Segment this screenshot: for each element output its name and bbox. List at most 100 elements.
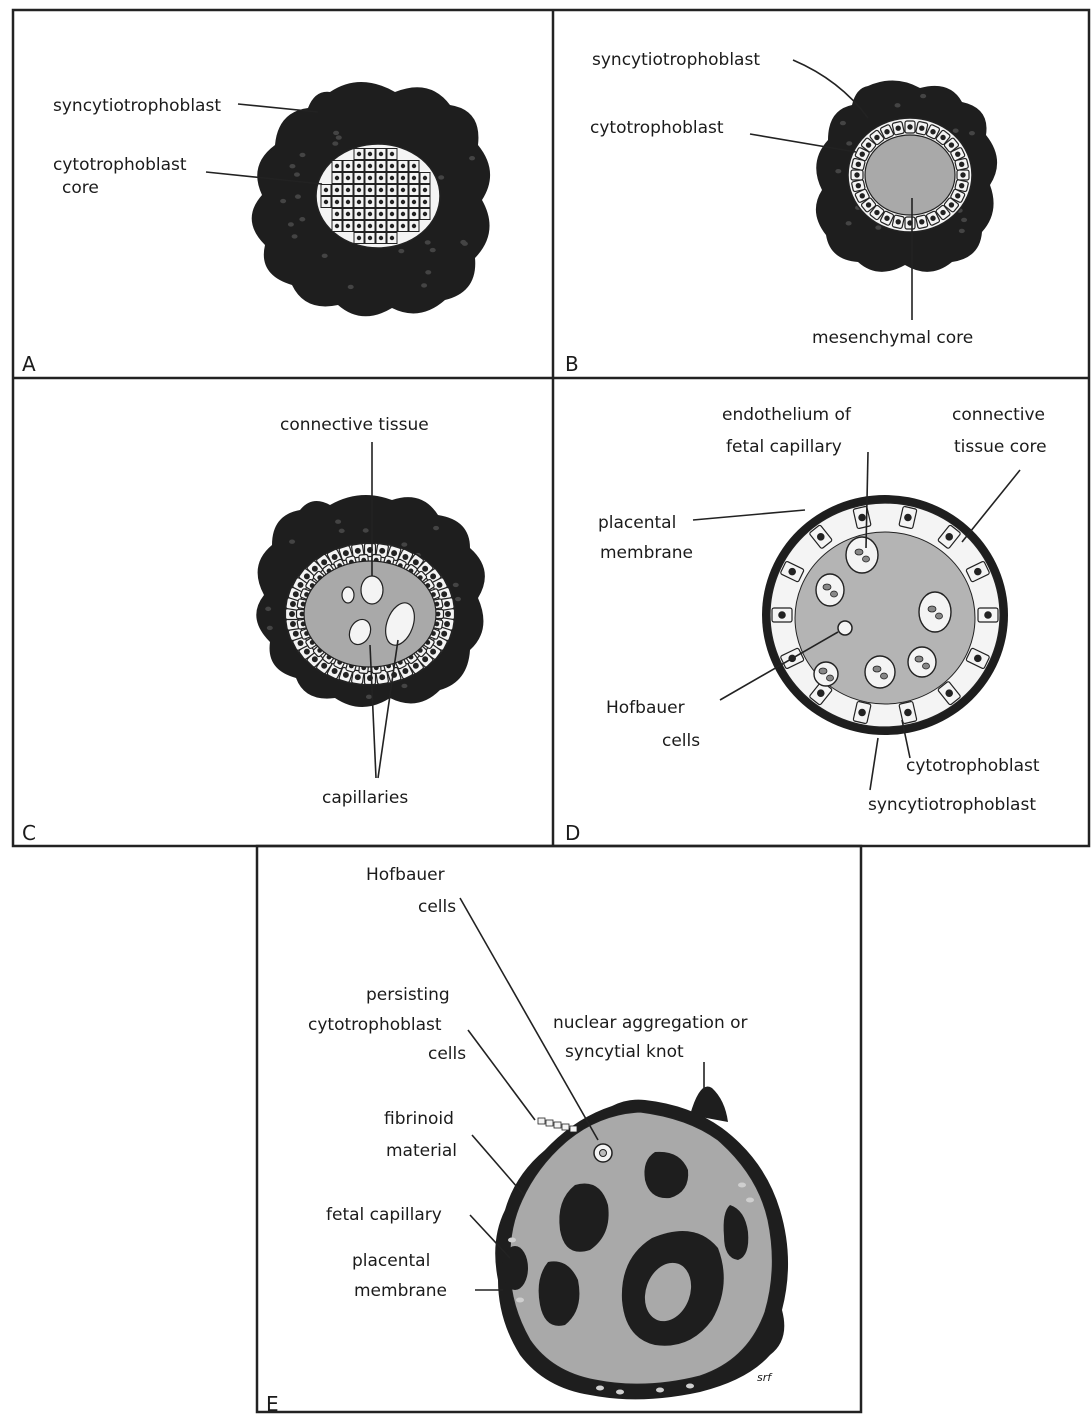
panel-letter-c: C	[22, 821, 36, 845]
cytotrophoblast-nucleus	[379, 212, 383, 216]
label-fibrinoid-1-e: fibrinoid	[384, 1109, 454, 1129]
syncytial-nucleus	[289, 164, 295, 168]
syncytial-nucleus	[895, 103, 901, 107]
cytotrophoblast-cell-nucleus	[430, 649, 436, 655]
label-syncytiotrophoblast-a: syncytiotrophoblast	[53, 96, 221, 116]
cytotrophoblast-nucleus	[324, 188, 328, 192]
endothelial-nucleus	[855, 549, 863, 555]
fetal-capillary	[908, 647, 936, 677]
label-persisting-1-e: persisting	[366, 985, 450, 1005]
cytotrophoblast-cell-nucleus	[444, 601, 450, 607]
cytotrophoblast-cell-nucleus	[343, 550, 349, 556]
hofbauer-cell-e-nucleus	[600, 1150, 607, 1157]
syncytial-nucleus	[846, 141, 852, 145]
endothelial-nucleus	[936, 613, 943, 619]
label-connective-core-2-d: tissue core	[954, 437, 1047, 457]
cytotrophoblast-cell-nucleus	[955, 151, 960, 156]
syncytial-nucleus	[336, 135, 342, 139]
cytotrophoblast-cell-nucleus	[422, 656, 428, 662]
cytotrophoblast-cell-nucleus	[402, 554, 408, 560]
cytotrophoblast-cell-nucleus	[379, 674, 385, 680]
cytotrophoblast-cell-nucleus	[940, 135, 945, 140]
cytotrophoblast-nucleus	[401, 164, 405, 168]
syncytial-nucleus	[462, 241, 468, 245]
leader-persisting-e	[468, 1030, 535, 1120]
label-cytotrophoblast-d: cytotrophoblast	[906, 756, 1040, 776]
cytotrophoblast-cell-nucleus	[304, 573, 310, 579]
cytotrophoblast-cell-nucleus	[289, 611, 295, 617]
label-capillaries-c: capillaries	[322, 788, 408, 808]
syncytial-nucleus	[453, 583, 459, 587]
cytotrophoblast-cells-a	[321, 149, 430, 244]
syncytial-nucleus	[961, 218, 967, 222]
cytotrophoblast-nucleus	[335, 224, 339, 228]
syncytial-nucleus	[292, 234, 298, 238]
cytotrophoblast-nucleus	[379, 188, 383, 192]
endothelial-nucleus	[827, 675, 834, 681]
cytotrophoblast-cell-nucleus	[945, 533, 953, 541]
syncytial-nucleus	[366, 695, 372, 699]
cytotrophoblast-nucleus	[368, 224, 372, 228]
syncytial-nucleus	[421, 283, 427, 287]
label-core-a: core	[62, 178, 99, 198]
cytotrophoblast-nucleus	[412, 224, 416, 228]
cytotrophoblast-nucleus	[346, 200, 350, 204]
leader-connective-core-d	[962, 470, 1020, 542]
syncytial-nucleus	[363, 528, 369, 532]
cytotrophoblast-cell-nucleus	[874, 135, 879, 140]
cytotrophoblast-cell-nucleus	[945, 689, 953, 697]
cytotrophoblast-cell-nucleus	[858, 514, 866, 522]
cytotrophoblast-nucleus	[390, 236, 394, 240]
cytotrophoblast-nucleus	[379, 164, 383, 168]
capillary-c-2	[342, 587, 354, 603]
syncytial-nucleus	[289, 539, 295, 543]
panel-e: Hofbauer cells persisting cytotrophoblas…	[266, 865, 788, 1416]
label-placental-membrane-2-e: membrane	[354, 1281, 447, 1301]
persisting-cytotrophoblast-cell	[570, 1126, 577, 1132]
label-nuclear-2-e: syncytial knot	[565, 1042, 684, 1062]
cytotrophoblast-cell-nucleus	[298, 640, 304, 646]
cytotrophoblast-nucleus	[379, 176, 383, 180]
syncytial-nucleus	[267, 626, 273, 630]
cytotrophoblast-nucleus	[324, 200, 328, 204]
cytotrophoblast-cell-nucleus	[959, 162, 964, 167]
cytotrophoblast-cell-nucleus	[860, 193, 865, 198]
label-endothelium-1-d: endothelium of	[722, 405, 852, 425]
cytotrophoblast-nucleus	[423, 212, 427, 216]
label-endothelium-2-d: fetal capillary	[726, 437, 842, 457]
fetal-capillary	[846, 537, 878, 573]
syncytial-nucleus	[332, 141, 338, 145]
syncytial-nucleus	[953, 129, 959, 133]
cytotrophoblast-nucleus	[401, 224, 405, 228]
persisting-cytotrophoblast-cells-e	[538, 1118, 577, 1132]
cytotrophoblast-nucleus	[412, 200, 416, 204]
endothelial-nucleus	[923, 663, 930, 669]
cytotrophoblast-nucleus	[335, 176, 339, 180]
syncytial-nucleus	[398, 249, 404, 253]
cytotrophoblast-cell-nucleus	[290, 621, 296, 627]
panel-letter-e: E	[266, 1392, 279, 1416]
syncytial-nucleus	[455, 597, 461, 601]
cytotrophoblast-nucleus	[412, 164, 416, 168]
cytotrophoblast-nucleus	[401, 176, 405, 180]
endothelial-nucleus	[819, 668, 827, 674]
cytotrophoblast-nucleus	[335, 164, 339, 168]
cytotrophoblast-nucleus	[346, 212, 350, 216]
cytotrophoblast-cell-nucleus	[907, 124, 912, 129]
cytotrophoblast-nucleus	[357, 188, 361, 192]
cytotrophoblast-cell-nucleus	[930, 216, 935, 221]
syncytial-nucleus	[294, 172, 300, 176]
endothelial-nucleus	[831, 591, 838, 597]
cytotrophoblast-nucleus	[368, 212, 372, 216]
cytotrophoblast-nucleus	[357, 152, 361, 156]
syncytial-nucleus	[920, 94, 926, 98]
cytotrophoblast-nucleus	[390, 152, 394, 156]
cytotrophoblast-cell-nucleus	[298, 582, 304, 588]
syncytial-nucleus	[425, 240, 431, 244]
syncytial-nucleus	[738, 1183, 746, 1188]
cytotrophoblast-nucleus	[335, 212, 339, 216]
label-fibrinoid-2-e: material	[386, 1141, 457, 1161]
cytotrophoblast-cell-nucleus	[884, 216, 889, 221]
cytotrophoblast-cell-nucleus	[391, 550, 397, 556]
cytotrophoblast-cell-nucleus	[312, 566, 318, 572]
